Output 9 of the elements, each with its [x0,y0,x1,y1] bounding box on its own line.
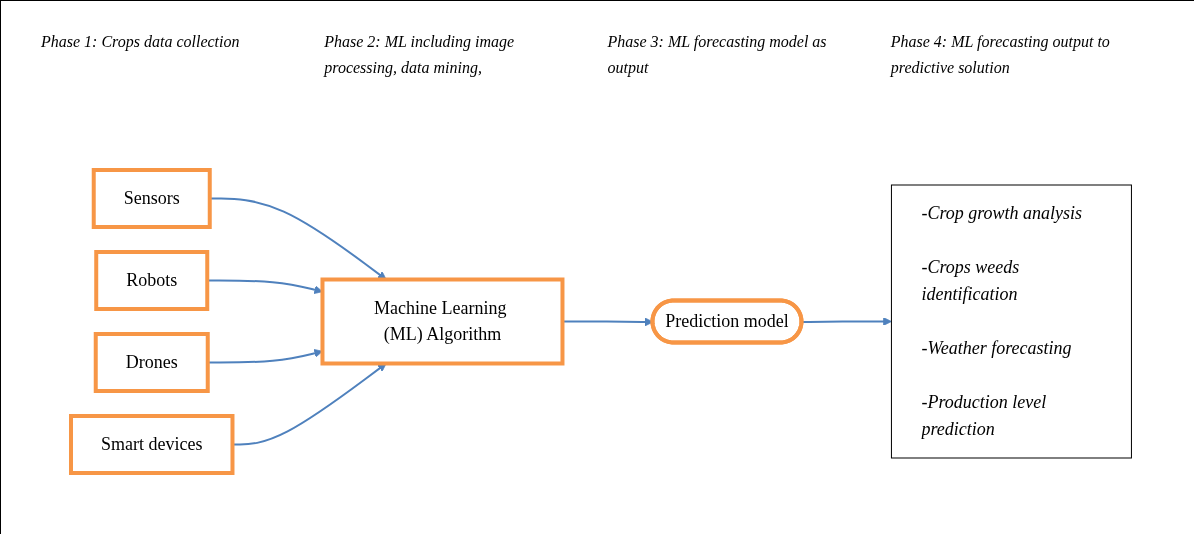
phase-label: Phase 4: ML forecasting output to predictive solution [890,32,1111,79]
node-box: Robots [94,250,210,311]
node-box: Drones [93,332,210,393]
node-box: Smart devices [68,414,235,475]
phase-label: Phase 2: ML including image processing, data mining, [324,32,516,79]
phase-label: Phase 1: Crops data collection [41,32,241,53]
node-box: Machine Learning (ML) Algorithm [320,277,565,366]
node-box: Sensors [91,168,212,229]
phase-label: Phase 3: ML forecasting model as output [607,32,828,79]
